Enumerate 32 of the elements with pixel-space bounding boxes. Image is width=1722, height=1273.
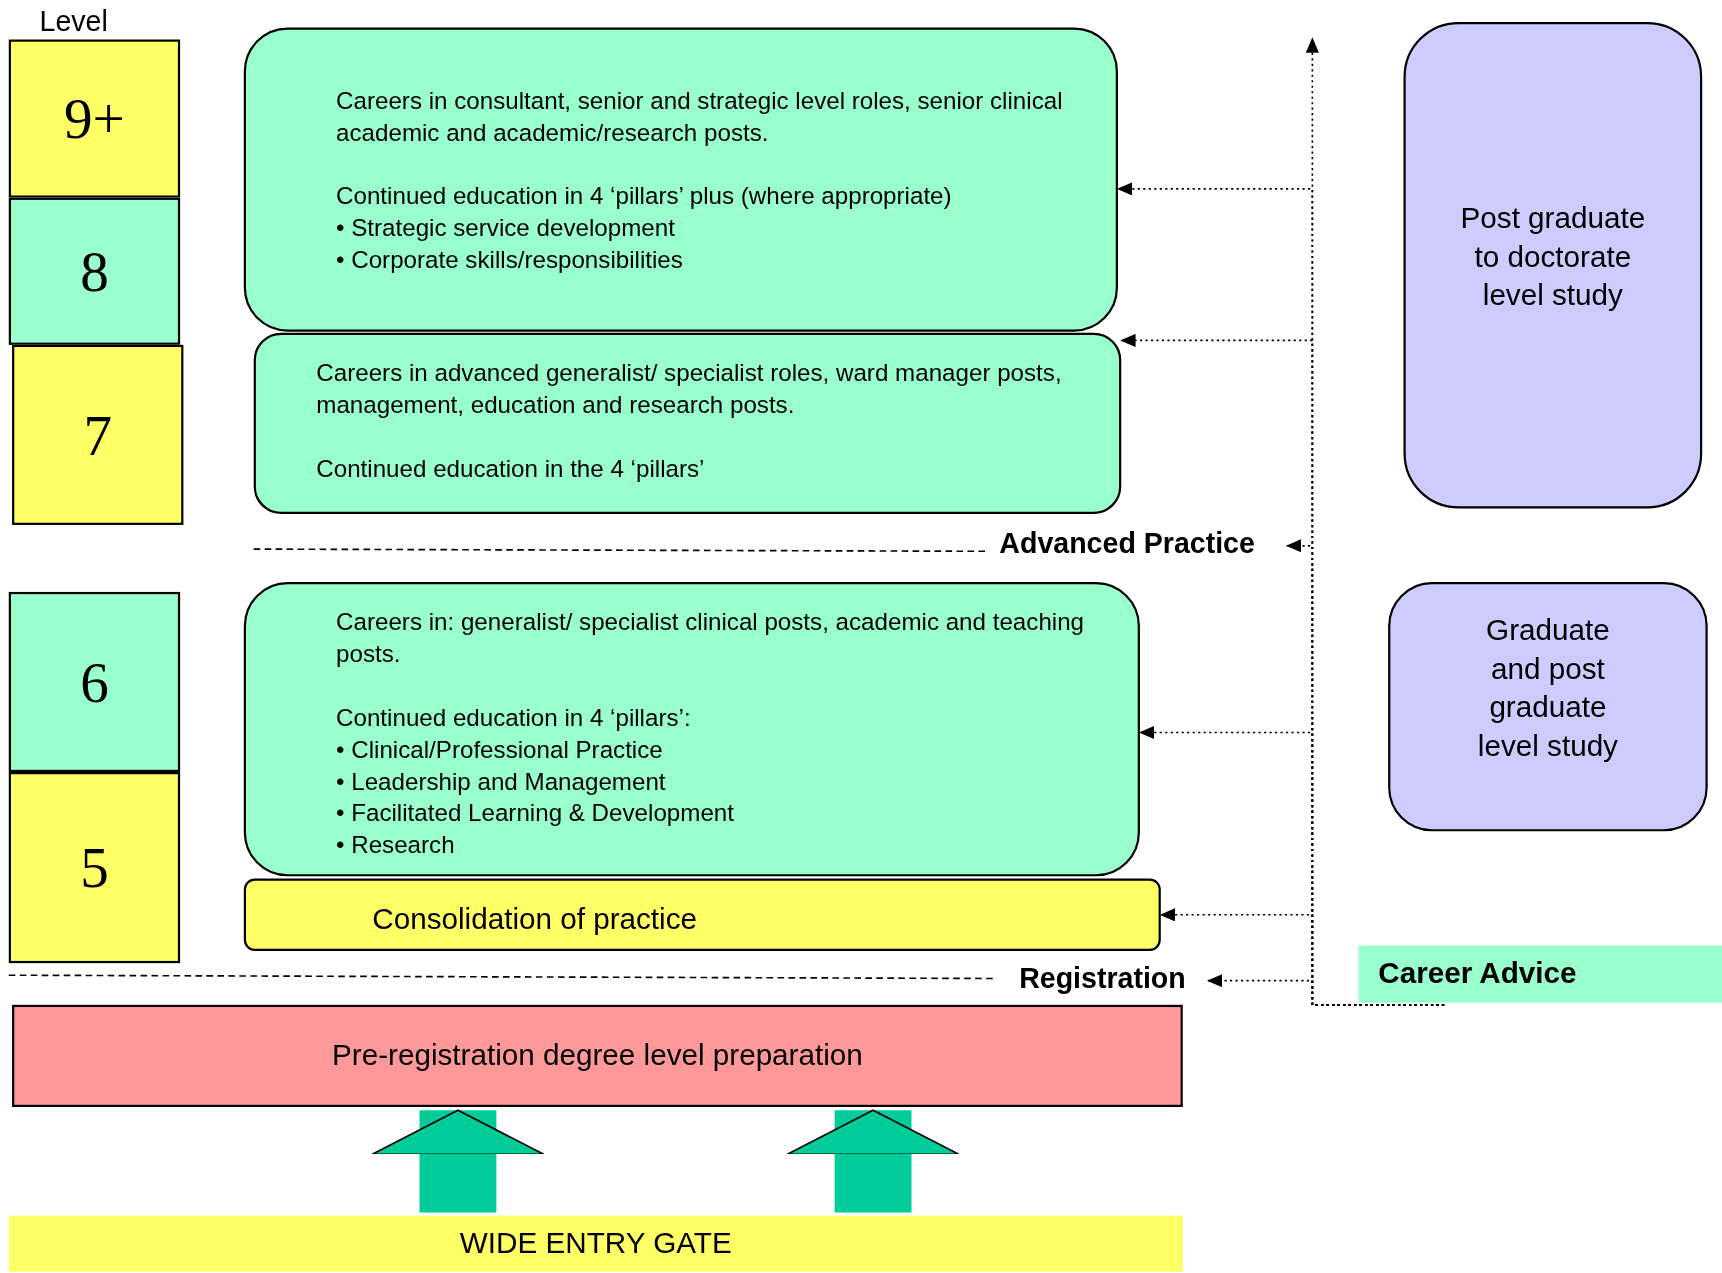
entry-gate-bar: WIDE ENTRY GATE [8,1215,1183,1272]
level-number-box: 6 [8,591,181,773]
career-stage-box [253,332,1122,514]
level-number-box: 8 [8,197,181,345]
level-number-box: 7 [12,344,184,525]
study-box: Graduate and post graduate level study [1388,582,1708,832]
education-note: Continued education in 4 ‘pillars’ plus (where appropriate) [336,181,953,212]
education-note: Continued education in 4 ‘pillars’: [336,702,692,734]
block-arrow [786,1109,960,1213]
bullet-item: • Corporate skills/responsibilities [336,245,684,276]
bullet-item: • Leadership and Management [336,766,667,798]
education-note: Continued education in the 4 ‘pillars’ [316,453,706,485]
preregistration-box: Pre-registration degree level preparation [12,1004,1183,1107]
level-number-box: 5 [8,772,181,964]
career-description: Careers in: generalist/ specialist clinical posts, academic and teaching posts. [336,607,1086,670]
bullet-item: • Facilitated Learning & Development [336,798,735,829]
bullet-item: • Clinical/Professional Practice [336,734,664,766]
axis-label: Level [39,4,108,39]
bullet-item: • Strategic service development [336,213,676,244]
consolidation-bar: Consolidation of practice [243,878,1161,952]
bullet-item: • Research [336,830,456,861]
milestone-heading: Registration [1019,962,1208,1000]
career-stage-box [243,27,1118,332]
level-number-box: 9+ [8,39,181,198]
study-box: Post graduate to doctorate level study [1403,21,1703,509]
block-arrow [371,1109,545,1213]
dotted-arrow [1206,974,1445,1006]
career-description: Careers in consultant, senior and strategic level roles, senior clinical academic and academic/research posts. [336,85,1064,149]
career-advice-box: Career Advice [1358,945,1722,1003]
milestone-heading: Advanced Practice [999,527,1288,565]
career-description: Careers in advanced generalist/ specialist roles, ward manager posts, management, education and research posts. [316,358,1063,421]
career-stage-box [243,582,1140,877]
